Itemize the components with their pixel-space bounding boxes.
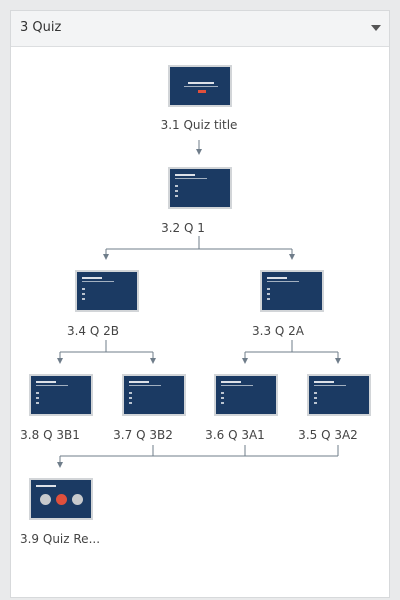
slide-title-line xyxy=(221,381,241,383)
slide-subtitle-line xyxy=(314,385,346,386)
slide-thumbnail-3-1[interactable] xyxy=(168,65,232,107)
slide-subtitle-line xyxy=(221,385,253,386)
answer-option-mark xyxy=(82,288,85,290)
slide-title-line xyxy=(36,381,56,383)
slide-subtitle-line xyxy=(175,178,207,179)
slide-thumbnail-3-7[interactable] xyxy=(122,374,186,416)
chevron-down-icon[interactable] xyxy=(371,25,381,31)
slide-label-3-6[interactable]: 3.6 Q 3A1 xyxy=(205,428,265,442)
slide-label-3-3[interactable]: 3.3 Q 2A xyxy=(251,324,305,338)
slide-subtitle-line xyxy=(129,385,161,386)
answer-option-mark xyxy=(36,402,39,404)
slide-start-button-shape xyxy=(198,90,206,93)
answer-option-mark xyxy=(314,397,317,399)
answer-option-mark xyxy=(175,190,178,192)
slide-thumbnail-3-3[interactable] xyxy=(260,270,324,312)
answer-option-mark xyxy=(221,392,224,394)
slide-title-line xyxy=(129,381,149,383)
slide-thumbnail-3-4[interactable] xyxy=(75,270,139,312)
answer-option-mark xyxy=(221,402,224,404)
slide-label-3-7[interactable]: 3.7 Q 3B2 xyxy=(113,428,173,442)
slide-title-line xyxy=(175,174,195,176)
panel-header[interactable]: 3 Quiz xyxy=(11,11,389,47)
slide-thumbnail-3-5[interactable] xyxy=(307,374,371,416)
slide-label-3-1[interactable]: 3.1 Quiz title xyxy=(160,118,238,132)
answer-option-mark xyxy=(36,397,39,399)
slide-title-line xyxy=(82,277,102,279)
result-badge-shape xyxy=(56,494,67,505)
answer-option-mark xyxy=(221,397,224,399)
result-badge-shape xyxy=(40,494,51,505)
slide-subtitle-line xyxy=(82,281,114,282)
slide-label-3-9[interactable]: 3.9 Quiz Re... xyxy=(19,532,101,546)
answer-option-mark xyxy=(314,402,317,404)
slide-thumbnail-3-6[interactable] xyxy=(214,374,278,416)
slide-subtitle-line xyxy=(36,385,68,386)
slide-title-line xyxy=(267,277,287,279)
slide-label-3-8[interactable]: 3.8 Q 3B1 xyxy=(20,428,80,442)
slide-title-line xyxy=(314,381,334,383)
slide-title-line xyxy=(36,485,56,487)
slide-subtitle-line xyxy=(184,86,218,87)
answer-option-mark xyxy=(82,298,85,300)
slide-thumbnail-3-8[interactable] xyxy=(29,374,93,416)
answer-option-mark xyxy=(129,392,132,394)
slide-label-3-4[interactable]: 3.4 Q 2B xyxy=(66,324,120,338)
slide-label-3-2[interactable]: 3.2 Q 1 xyxy=(161,221,205,235)
slide-label-3-5[interactable]: 3.5 Q 3A2 xyxy=(298,428,358,442)
answer-option-mark xyxy=(314,392,317,394)
slide-thumbnail-3-2[interactable] xyxy=(168,167,232,209)
answer-option-mark xyxy=(267,293,270,295)
result-badge-shape xyxy=(72,494,83,505)
answer-option-mark xyxy=(267,288,270,290)
answer-option-mark xyxy=(129,402,132,404)
answer-option-mark xyxy=(175,185,178,187)
answer-option-mark xyxy=(36,392,39,394)
answer-option-mark xyxy=(129,397,132,399)
slide-thumbnail-3-9[interactable] xyxy=(29,478,93,520)
answer-option-mark xyxy=(175,195,178,197)
answer-option-mark xyxy=(82,293,85,295)
panel-title: 3 Quiz xyxy=(20,20,62,35)
slide-subtitle-line xyxy=(267,281,299,282)
answer-option-mark xyxy=(267,298,270,300)
slide-title-line xyxy=(188,82,214,84)
